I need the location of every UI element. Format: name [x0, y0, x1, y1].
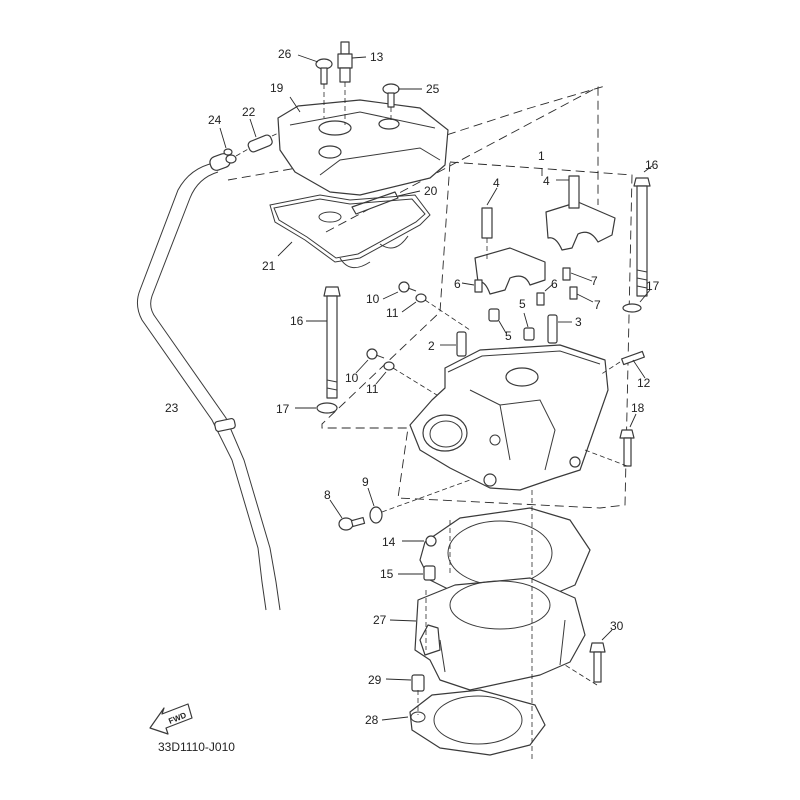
joint	[235, 118, 286, 157]
callout-24: 24	[208, 113, 222, 127]
callout-28: 28	[365, 713, 379, 727]
callout-20: 20	[424, 184, 438, 198]
washer-right	[622, 289, 651, 313]
callout-18: 18	[631, 401, 645, 415]
bolt-30	[564, 629, 613, 686]
callout-17b: 17	[276, 402, 290, 416]
drawing-code: 33D1110-J010	[158, 740, 235, 754]
fwd-direction-icon: FWD	[149, 703, 193, 735]
hose-clamp	[214, 417, 236, 433]
stud-bolt-left	[306, 286, 341, 399]
callout-10b: 10	[345, 371, 359, 385]
valve-guides	[440, 314, 572, 357]
callout-5b: 5	[519, 297, 526, 311]
breather-hose	[136, 153, 281, 611]
cylinder-head-cover	[277, 96, 449, 196]
bolt-26	[297, 54, 333, 118]
cover-gasket	[269, 194, 431, 269]
spark-plug	[337, 41, 367, 125]
callout-labels: 1 2 3 4 4 5 5 6 6 7 7 8 9 10 10 11 11 12…	[165, 47, 660, 727]
callout-11a: 11	[386, 306, 399, 320]
camshaft-cap-right	[545, 175, 616, 251]
callout-27: 27	[373, 613, 387, 627]
dowel-29	[385, 674, 425, 692]
stud-bolt-12	[599, 350, 646, 379]
camshaft-cap-left	[474, 187, 546, 295]
callout-6a: 6	[454, 277, 461, 291]
callout-8: 8	[324, 488, 331, 502]
washer-left	[295, 402, 338, 414]
callout-16a: 16	[645, 158, 659, 172]
bolts-10-washers-11	[355, 281, 471, 401]
callout-9: 9	[362, 475, 369, 489]
cylinder-head	[409, 344, 609, 491]
clip	[219, 127, 237, 164]
callout-1: 1	[538, 149, 545, 163]
callout-7b: 7	[594, 298, 601, 312]
callout-14: 14	[382, 535, 396, 549]
callout-5a: 5	[505, 329, 512, 343]
callout-12: 12	[637, 376, 651, 390]
callout-15: 15	[380, 567, 394, 581]
alignment-lines	[417, 490, 533, 760]
callout-17a: 17	[646, 279, 660, 293]
dowel-pins	[461, 267, 594, 306]
callout-19: 19	[270, 81, 284, 95]
callout-4a: 4	[493, 176, 500, 190]
cylinder-gasket	[381, 689, 546, 756]
cylinder	[389, 577, 586, 691]
callout-25: 25	[426, 82, 440, 96]
callout-16b: 16	[290, 314, 304, 328]
callout-6b: 6	[551, 277, 558, 291]
bolt-8	[329, 499, 366, 531]
bolt-25	[382, 83, 422, 120]
callout-4b: 4	[543, 174, 550, 188]
callout-21: 21	[262, 259, 276, 273]
stud-bolt-right	[633, 165, 653, 297]
callout-3: 3	[575, 315, 582, 329]
callout-10a: 10	[366, 292, 380, 306]
callout-26: 26	[278, 47, 292, 61]
callout-23: 23	[165, 401, 179, 415]
callout-2: 2	[428, 339, 435, 353]
bolt-18	[584, 413, 637, 467]
callout-13: 13	[370, 50, 384, 64]
dowel-15	[398, 565, 436, 581]
callout-11b: 11	[366, 382, 379, 396]
callout-29: 29	[368, 673, 382, 687]
callout-30: 30	[610, 619, 624, 633]
plugs	[488, 308, 535, 341]
washer-9	[367, 479, 471, 524]
callout-7a: 7	[591, 274, 598, 288]
callout-22: 22	[242, 105, 256, 119]
